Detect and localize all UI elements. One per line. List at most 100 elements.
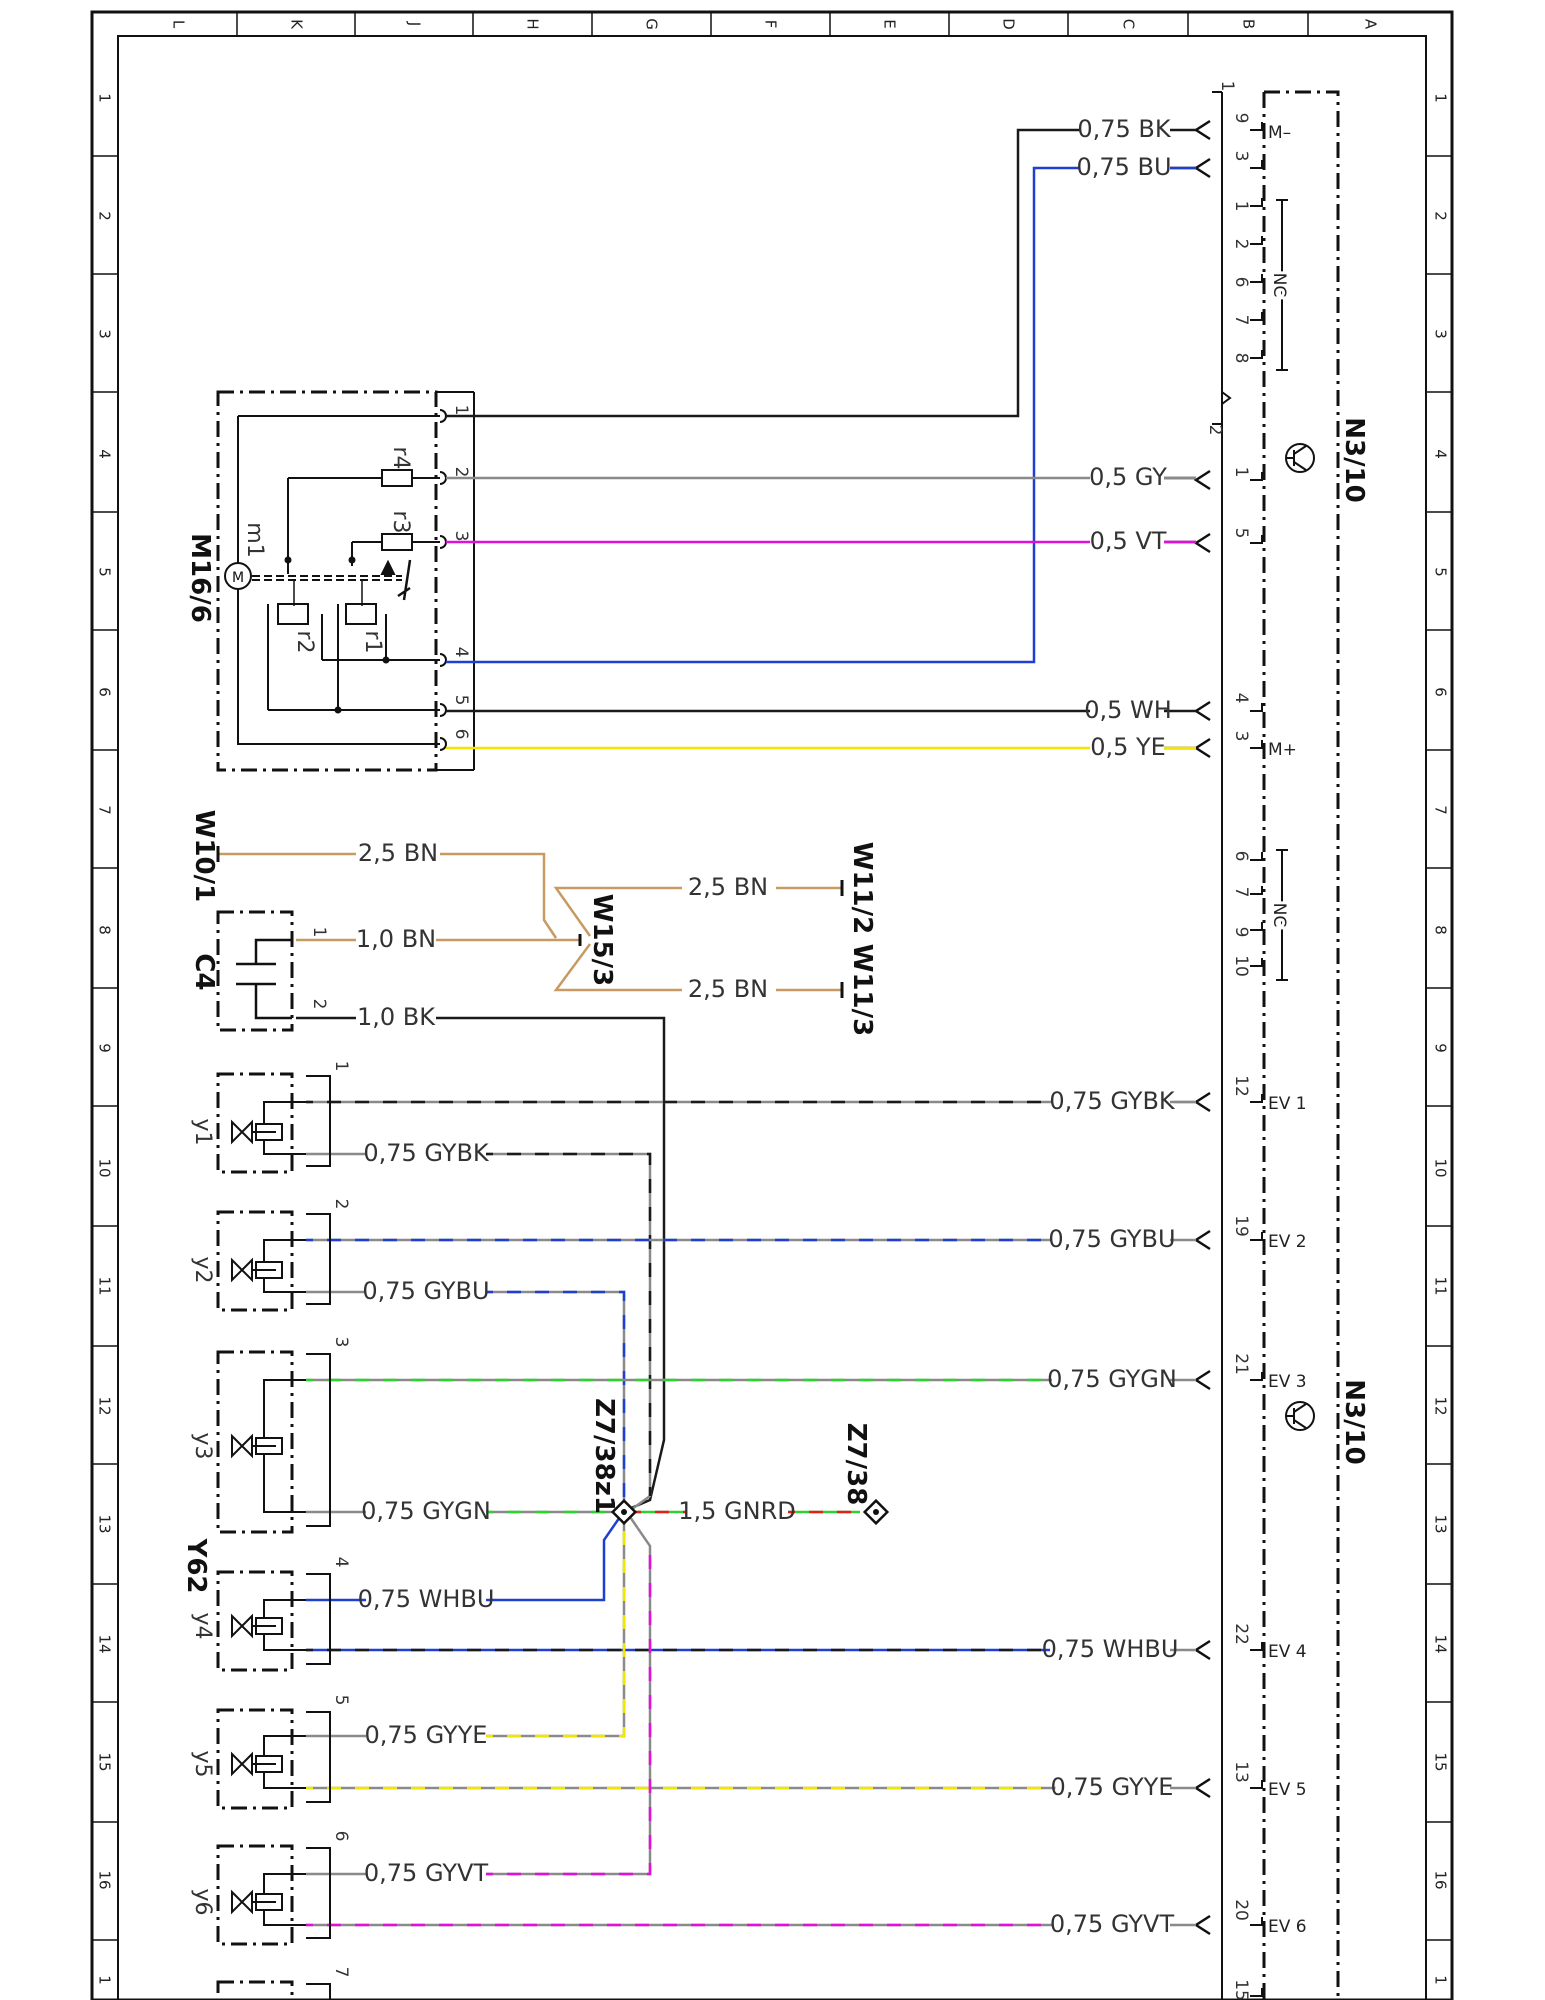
- m16-6-internal-circuit: [237, 415, 440, 745]
- grid-row-label: 16: [1432, 1870, 1450, 1889]
- valve-y6: y6 6: [190, 1831, 351, 1946]
- r3-label: r3: [388, 510, 413, 533]
- grid-row-label: 1: [96, 1975, 114, 1985]
- signal-labels: M– M+ EV 1 EV 2 EV 3 EV 4 EV 5 EV 6: [1268, 123, 1307, 1937]
- connector-arrow: [1193, 1639, 1211, 1661]
- wire-label: 0,75 GYVT: [1050, 1910, 1175, 1938]
- grid-row-label: 15: [96, 1752, 114, 1771]
- valve-y1: y1 1: [190, 1061, 351, 1174]
- wire-0-75-bk: [446, 128, 1080, 418]
- wire-label: 0,75 GYBU: [1048, 1225, 1175, 1253]
- wire-label: 2,5 BN: [688, 975, 768, 1003]
- wires: [218, 128, 1196, 1927]
- motor-pin-number: 6: [451, 729, 471, 740]
- z7-38z1-label: Z7/38z1: [589, 1398, 619, 1514]
- wire-y4-1-whbu: [306, 1513, 624, 1602]
- pin-number: 21: [1231, 1353, 1251, 1375]
- valve-number: 4: [331, 1557, 351, 1568]
- nc-label: NC: [1269, 273, 1289, 298]
- signal-label: EV 2: [1268, 1232, 1307, 1252]
- grid-row-label: 6: [96, 687, 114, 697]
- m16-6-pin-numbers: 1 2 3 4 5 6: [451, 405, 471, 740]
- valve-y3: y3 3: [190, 1337, 351, 1534]
- valve-label: y2: [190, 1256, 215, 1283]
- wire-label: 0,75 GYYE: [1051, 1773, 1174, 1801]
- grid-row-label: 10: [1432, 1158, 1450, 1177]
- connector-arrows: [1193, 119, 1211, 1936]
- grid-row-label: 11: [1432, 1276, 1450, 1295]
- signal-label: M+: [1268, 740, 1297, 760]
- signal-label: EV 5: [1268, 1780, 1307, 1800]
- grid-row-label: 3: [1432, 329, 1450, 339]
- connector-arrow: [1193, 1091, 1211, 1113]
- grid-row-label: 12: [1432, 1396, 1450, 1415]
- connector-arrow: [1193, 1914, 1211, 1936]
- grid-col-label: C: [1120, 19, 1138, 29]
- pin-number: 7: [1231, 887, 1251, 898]
- grid-col-label: B: [1240, 19, 1258, 29]
- r4-label: r4: [388, 446, 413, 469]
- grid-row-label: 12: [96, 1396, 114, 1415]
- grid-row-label: 3: [96, 329, 114, 339]
- pin-number: 10: [1231, 955, 1251, 977]
- grid-row-label: 2: [96, 211, 114, 221]
- wire-label: 0,5 YE: [1090, 733, 1166, 761]
- connector-arrow: [1193, 737, 1211, 759]
- pin-number: 7: [1231, 315, 1251, 326]
- grid-row-label: 7: [1432, 805, 1450, 815]
- valve-y5: y5 5: [190, 1695, 351, 1810]
- m16-6-actuator: M16/6 M m1 r4 r3 r2 r1: [185, 390, 475, 772]
- pin-number: 8: [1231, 353, 1251, 364]
- grid-row-label: 8: [1432, 925, 1450, 935]
- resistor-r4: [381, 469, 413, 487]
- connector-2-label: 2: [1205, 425, 1225, 436]
- w10-1-ground: W10/1: [189, 810, 220, 902]
- wire-y5-1-gyye: [306, 1514, 626, 1738]
- pin-number: 19: [1231, 1215, 1251, 1237]
- valve-number: 5: [331, 1695, 351, 1706]
- motor-icon: [224, 562, 252, 590]
- pin-number: 1: [1231, 467, 1251, 478]
- m16-6-boundary: [216, 390, 438, 772]
- valve-y2: y2 2: [190, 1199, 351, 1312]
- wire-label: 0,5 GY: [1089, 463, 1167, 491]
- pin-number: 6: [1231, 277, 1251, 288]
- grid-col-label: D: [1000, 18, 1018, 30]
- resistor-r3: [381, 533, 413, 551]
- valve-number: 6: [331, 1831, 351, 1842]
- nc-label: NC: [1269, 273, 1289, 298]
- grid-row-label: 15: [1432, 1752, 1450, 1771]
- drawing-frame: [90, 10, 1454, 2000]
- pin-number: 12: [1231, 1075, 1251, 1097]
- connector-arrow: [1193, 157, 1211, 179]
- pin-number: 13: [1231, 1761, 1251, 1783]
- m1-label: m1: [242, 522, 267, 557]
- wire-label: 0,75 GYYE: [365, 1721, 488, 1749]
- connector-arrow: [1193, 532, 1211, 554]
- w15-3-label: W15/3: [587, 894, 617, 986]
- valve-label: y1: [190, 1118, 215, 1145]
- wire-label: 0,75 GYGN: [361, 1497, 491, 1525]
- grid-row-label: 14: [1432, 1634, 1450, 1653]
- m16-6-junctions: [284, 556, 390, 714]
- pin-number: 3: [1231, 151, 1251, 162]
- valve-number: 2: [331, 1199, 351, 1210]
- wire-label: 0,75 BK: [1077, 115, 1172, 143]
- pin-number: 2: [1231, 239, 1251, 250]
- pin-number: 9: [1231, 927, 1251, 938]
- pin-number: 1: [1231, 201, 1251, 212]
- grid-row-label: 9: [96, 1043, 114, 1053]
- z7-38z1-splice: Z7/38z1: [589, 1398, 638, 1526]
- valve-label: y6: [190, 1888, 215, 1915]
- pin-number: 15: [1231, 1979, 1251, 2000]
- connector-arrow: [1193, 119, 1211, 141]
- pin-number: 22: [1231, 1623, 1251, 1645]
- w10-1-label: W10/1: [189, 810, 219, 902]
- motor-pin-number: 4: [451, 647, 471, 658]
- wire-y6-1-gyvt: [306, 1513, 652, 1876]
- valve-label: y3: [190, 1432, 215, 1459]
- n3-10-label: N3/10: [1339, 417, 1369, 503]
- wire-label: 0,5 VT: [1090, 527, 1167, 555]
- grid-col-label: H: [524, 18, 542, 29]
